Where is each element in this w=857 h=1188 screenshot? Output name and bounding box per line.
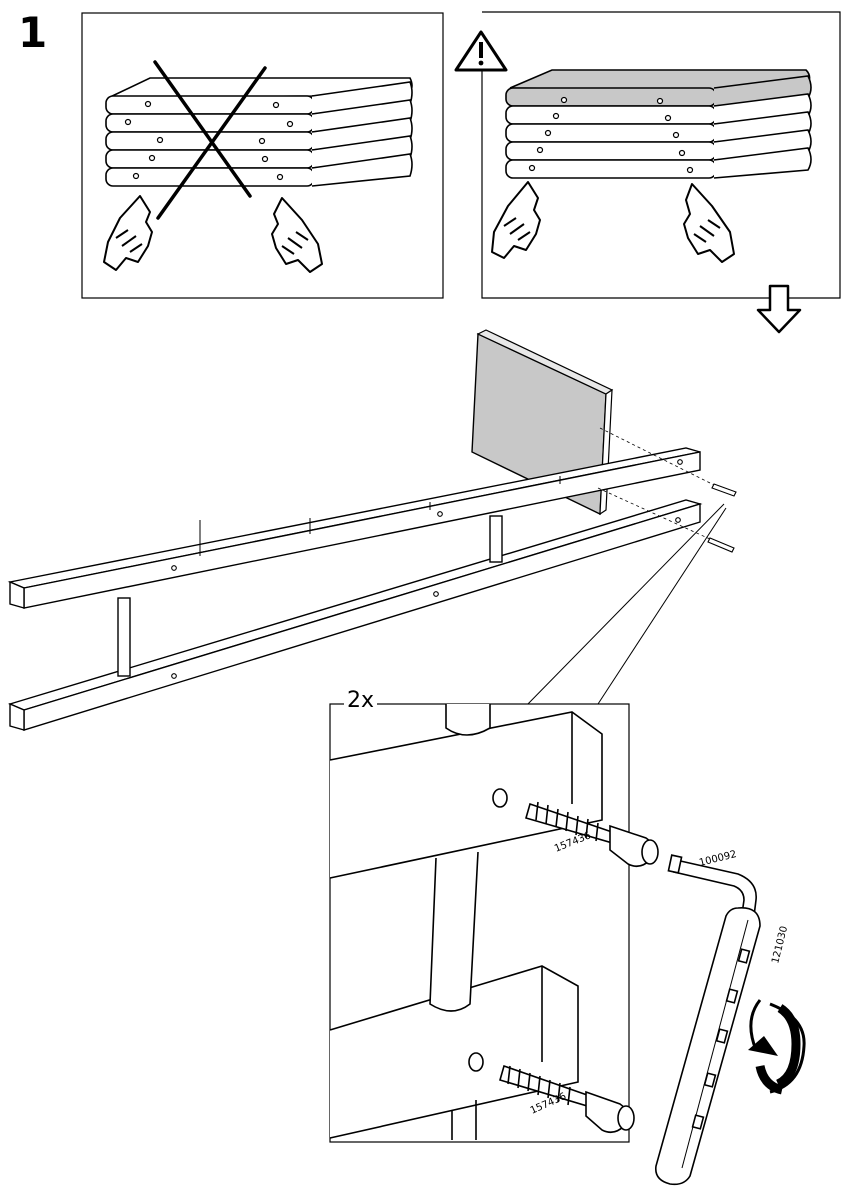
part-number-label: 121030 [770, 925, 790, 965]
detail-box [330, 704, 658, 1142]
hand-icon [684, 184, 734, 262]
hand-icon [492, 182, 540, 258]
wrong-handling-panel [82, 13, 443, 298]
tool-icon [656, 908, 760, 1185]
screw-icon [708, 538, 734, 552]
part-number-label: 100092 [698, 849, 738, 869]
down-arrow-icon [758, 286, 800, 332]
warning-triangle-icon [456, 32, 506, 70]
stack-of-boards [106, 78, 412, 186]
quantity-label: 2x [344, 690, 377, 712]
screw-icon [712, 484, 736, 496]
correct-handling-panel [456, 12, 840, 332]
rotate-clockwise-icon [748, 1000, 804, 1092]
